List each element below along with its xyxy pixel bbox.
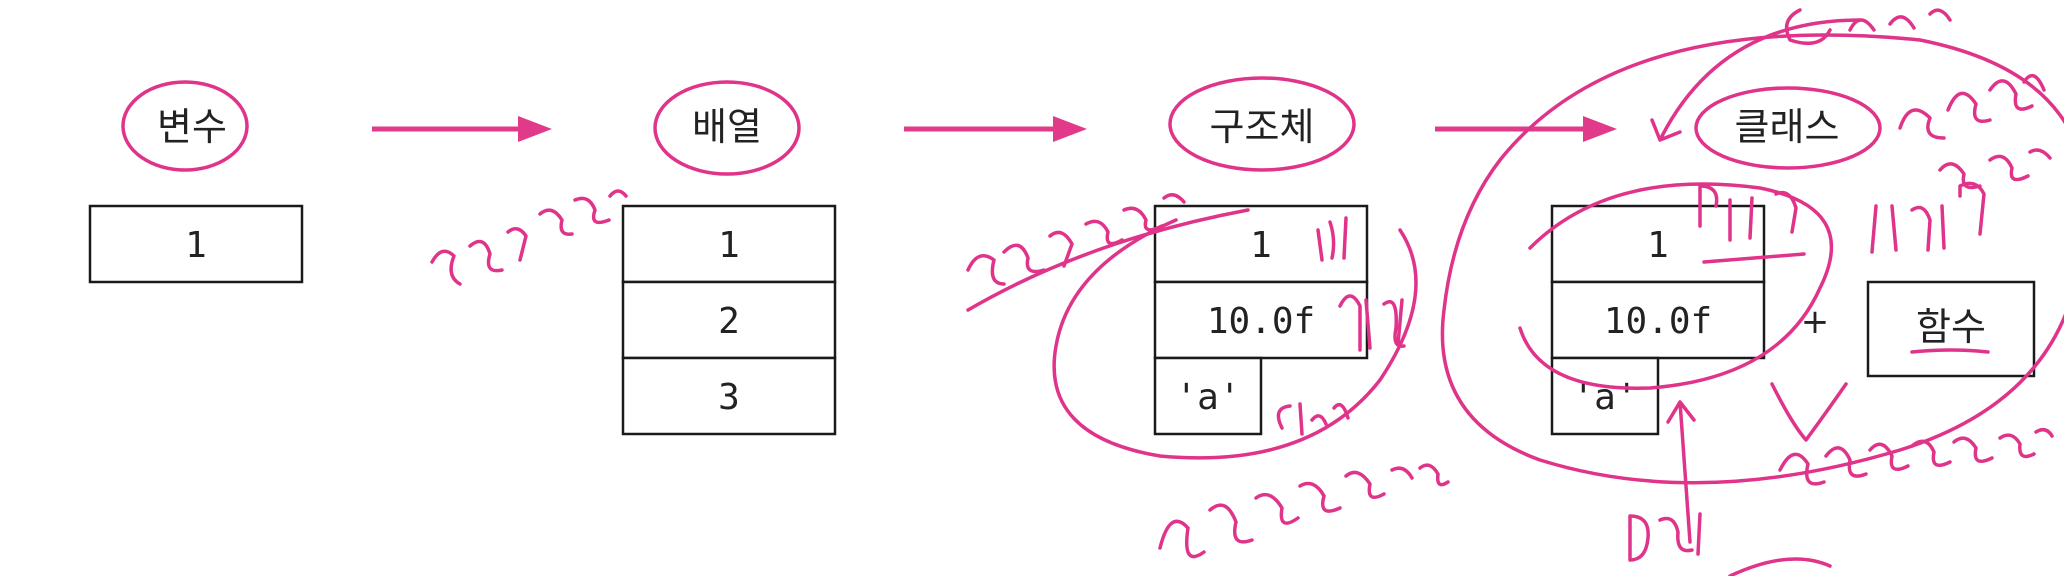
class-cell-box [1550,356,1660,436]
ink-scribble-struct-bottom [1158,463,1450,559]
ink-note-char [1276,402,1350,436]
ink-circle-array [653,80,801,176]
stage-array: 배열 1 2 3 [621,105,837,436]
array-cell-value: 1 [718,225,740,266]
ink-curve-bottom [1728,557,1832,576]
ink-loop-class [1440,33,2064,485]
arrow-variable-to-array [372,116,552,142]
stage-class: 클래스 1 10.0f 'a' + 함수 [1550,105,2036,436]
ink-scribble-array-note [430,189,628,286]
array-cell-box [621,356,837,436]
function-label: 함수 [1916,305,1986,349]
ink-note-int [1316,216,1348,262]
class-cell-value: 10.0f [1604,301,1712,342]
ink-note-variable [1628,512,1702,562]
array-cell-box [621,280,837,360]
arrow-array-to-struct [904,116,1087,142]
ink-loop-class-inner [1518,182,1834,390]
stage-variable: 변수 1 [88,105,304,284]
struct-cell-box [1153,356,1263,436]
arrow-struct-to-class [1435,116,1617,142]
plus-sign: + [1801,302,1830,342]
ink-note-related [1778,428,2054,486]
class-cell-box [1550,280,1766,360]
ink-circle-struct [1168,76,1356,172]
ink-loop-struct [1052,218,1418,460]
ink-underline-function [1910,348,1990,354]
struct-cell-value: 1 [1250,225,1272,266]
struct-cell-box [1153,204,1369,284]
handwritten-annotations [121,8,2064,576]
ink-arrow-into-class [1650,18,1862,142]
struct-cell-value: 'a' [1175,377,1240,418]
struct-cell-box [1153,280,1369,360]
ink-note-data [1698,184,1806,264]
ink-note-float [1338,294,1406,352]
struct-label: 구조체 [1210,105,1315,149]
ink-note-commands [1898,73,2052,190]
class-label: 클래스 [1735,105,1840,149]
ink-note-top [1784,8,1952,46]
array-cell-value: 3 [718,377,740,418]
array-cell-box [621,204,837,284]
array-label: 배열 [692,105,762,149]
ink-arrow-variable-note [1666,400,1696,544]
stage-struct: 구조체 1 10.0f 'a' [1153,105,1369,436]
variable-cell-box [88,204,304,284]
ink-circle-class [1694,86,1882,170]
struct-cell-value: 10.0f [1207,301,1315,342]
class-cell-value: 1 [1647,225,1669,266]
ink-v-mark [1770,382,1848,442]
ink-underline-struct [966,208,1250,312]
ink-note-method [1870,181,1986,254]
variable-cell-value: 1 [185,225,207,266]
array-cell-value: 2 [718,301,740,342]
ink-circle-variable [121,80,249,172]
variable-label: 변수 [157,105,227,149]
ink-scribble-struct-note [966,193,1186,286]
function-box [1866,280,2036,378]
